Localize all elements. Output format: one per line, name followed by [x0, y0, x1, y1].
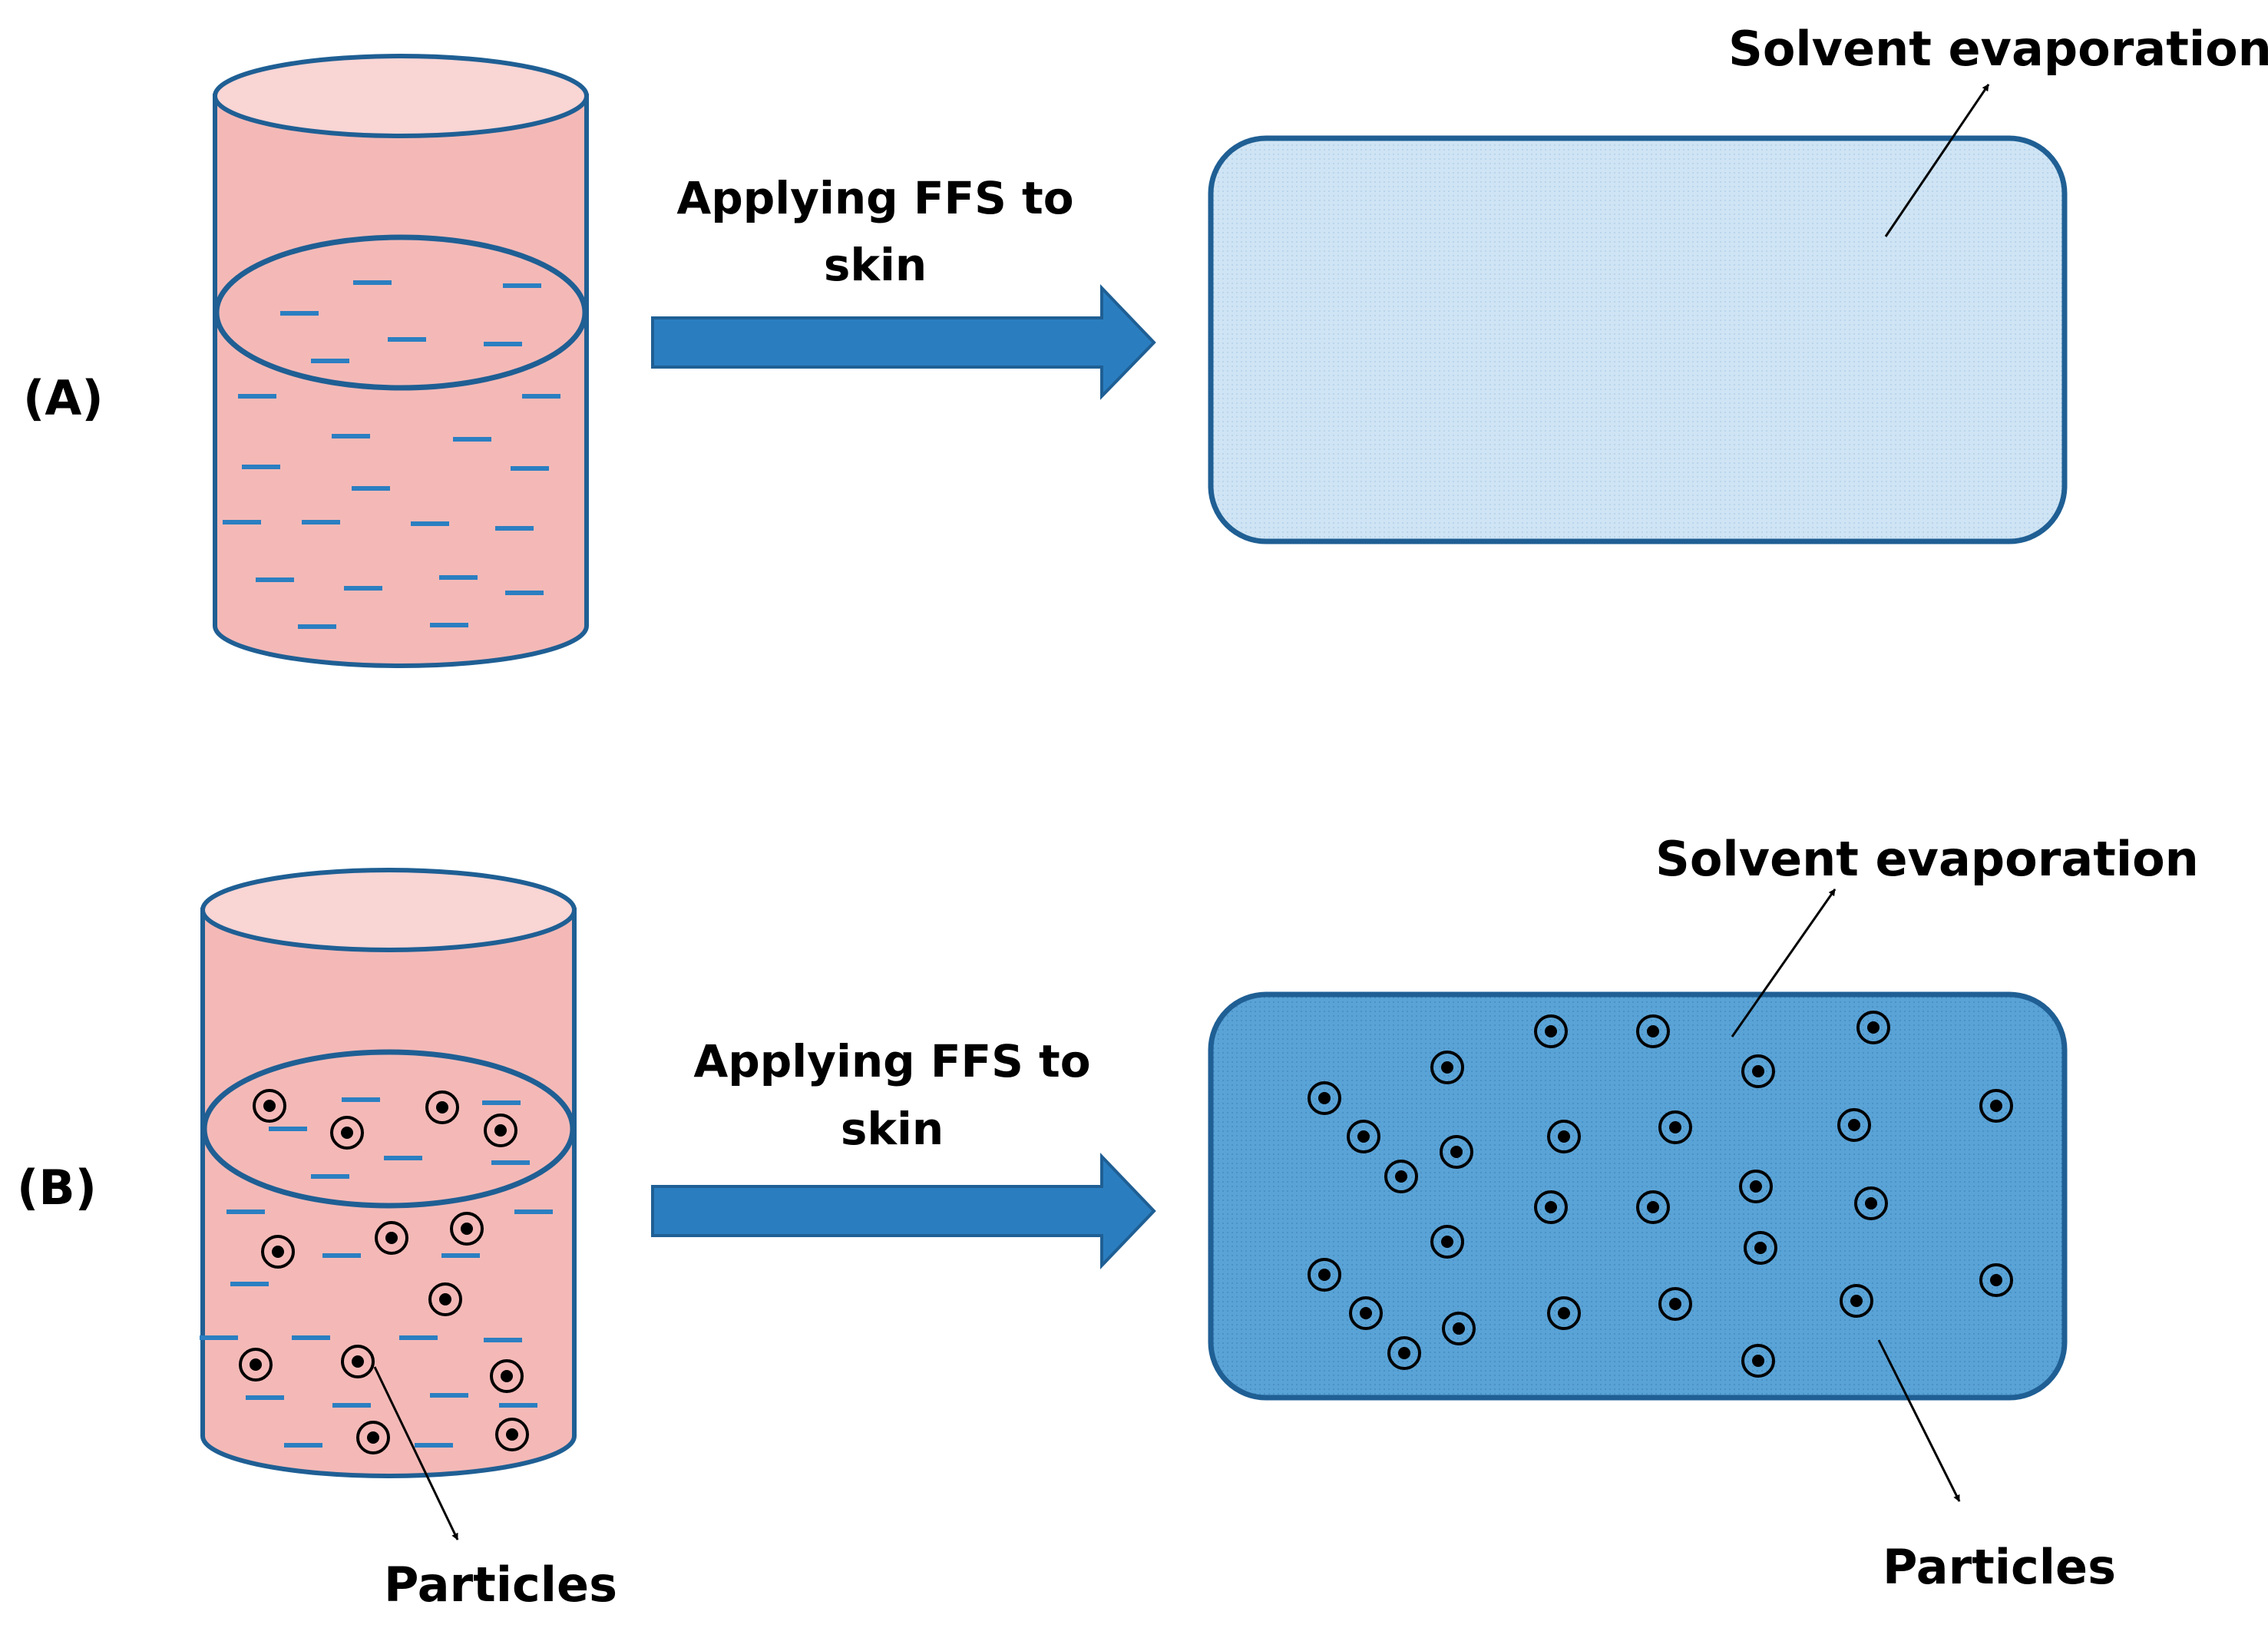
- particle: [1349, 1296, 1383, 1330]
- particle: [1384, 1160, 1418, 1193]
- particle: [1430, 1225, 1464, 1259]
- particle: [1840, 1284, 1873, 1318]
- panel-a: (A) Applying FFS to skin Solvent evapora…: [23, 21, 2268, 668]
- particle: [1347, 1120, 1380, 1153]
- particle: [375, 1221, 408, 1255]
- evaporation-label-b: Solvent evaporation: [1655, 831, 2199, 887]
- particle: [1430, 1051, 1464, 1084]
- particles-in-film: [1308, 1011, 2013, 1378]
- particle: [490, 1359, 524, 1393]
- liquid-surface-a: [213, 234, 588, 391]
- process-arrow-a: [651, 284, 1156, 400]
- panel-b: (B) Particles Applying FFS to skin Solve…: [17, 831, 2199, 1613]
- dried-film-a: [1208, 135, 2068, 544]
- arrow-text-a-line2: skin: [824, 239, 927, 291]
- particle: [1534, 1014, 1568, 1048]
- particle: [1547, 1120, 1581, 1153]
- particle: [1308, 1258, 1341, 1292]
- particles-pointer-container: [373, 1366, 459, 1540]
- particle: [1856, 1011, 1890, 1044]
- particles-label-film: Particles: [1883, 1539, 2116, 1595]
- particle: [1837, 1108, 1871, 1142]
- particle: [330, 1116, 364, 1150]
- particle: [1636, 1014, 1670, 1048]
- particle: [341, 1345, 375, 1378]
- particle: [1741, 1054, 1775, 1088]
- solution-container-b: [200, 868, 577, 1478]
- particle: [1440, 1135, 1473, 1169]
- process-arrow-b: [651, 1153, 1156, 1269]
- particle: [1442, 1312, 1476, 1345]
- particle: [425, 1090, 459, 1124]
- liquid-surface-b: [201, 1049, 576, 1209]
- particles-pointer-film: [1877, 1339, 1961, 1502]
- solution-container-a: [213, 54, 589, 668]
- particle: [1658, 1287, 1692, 1321]
- particle: [450, 1212, 484, 1246]
- particle: [1739, 1170, 1773, 1203]
- particle: [253, 1089, 286, 1123]
- particle: [1658, 1110, 1692, 1144]
- particles-label-container: Particles: [384, 1557, 617, 1613]
- particle: [239, 1348, 273, 1382]
- particle: [1741, 1344, 1775, 1378]
- arrow-text-b-line2: skin: [841, 1103, 944, 1155]
- particle: [1534, 1190, 1568, 1224]
- panel-a-label: (A): [23, 370, 104, 426]
- evaporation-label-a: Solvent evaporation: [1728, 21, 2268, 77]
- dried-film-b: [1208, 991, 2068, 1401]
- particle: [1854, 1186, 1888, 1220]
- particle: [1547, 1296, 1581, 1330]
- particle: [261, 1235, 295, 1269]
- panel-b-label: (B): [17, 1160, 97, 1216]
- arrow-text-b-line1: Applying FFS to: [693, 1035, 1090, 1087]
- particle: [1636, 1190, 1670, 1224]
- particles-in-solution: [239, 1089, 529, 1454]
- particle: [1308, 1081, 1341, 1115]
- evaporation-pointer-b: [1731, 888, 1837, 1037]
- solvent-dashes-a: [223, 280, 560, 629]
- particle: [1979, 1089, 2013, 1123]
- particle: [356, 1421, 390, 1454]
- particle: [484, 1114, 517, 1147]
- particle: [495, 1418, 529, 1451]
- arrow-text-a-line1: Applying FFS to: [676, 172, 1073, 224]
- evaporation-pointer-a: [1884, 84, 1990, 237]
- particle: [428, 1282, 462, 1316]
- particle: [1744, 1231, 1777, 1265]
- particle: [1387, 1336, 1421, 1370]
- solvent-dashes-b: [200, 1097, 553, 1448]
- particle: [1979, 1263, 2013, 1297]
